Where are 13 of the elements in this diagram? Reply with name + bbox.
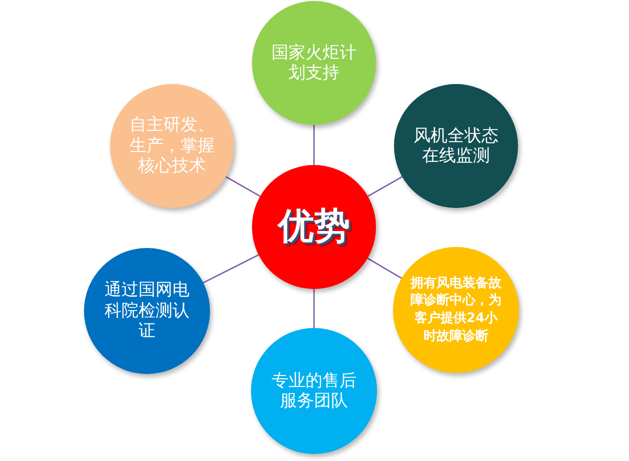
topic-text: 国家火炬计划支持 xyxy=(270,42,358,84)
center-title: 优势 xyxy=(278,205,350,249)
topic-text: 拥有风电装备故障诊断中心，为客户提供24小时故障诊断 xyxy=(410,274,502,346)
connector-line xyxy=(313,125,315,165)
connector-line xyxy=(313,289,315,328)
connector-line xyxy=(368,176,402,197)
topic-text: 风机全状态在线监测 xyxy=(412,126,500,166)
connector-line xyxy=(367,258,402,279)
connector-line xyxy=(226,176,260,197)
topic-text: 通过国网电科院检测认证 xyxy=(104,280,190,342)
connector-line xyxy=(202,254,259,284)
topic-text: 自主研发、生产，掌握核心技术 xyxy=(128,115,216,177)
topic-text: 专业的售后服务团队 xyxy=(270,370,358,412)
